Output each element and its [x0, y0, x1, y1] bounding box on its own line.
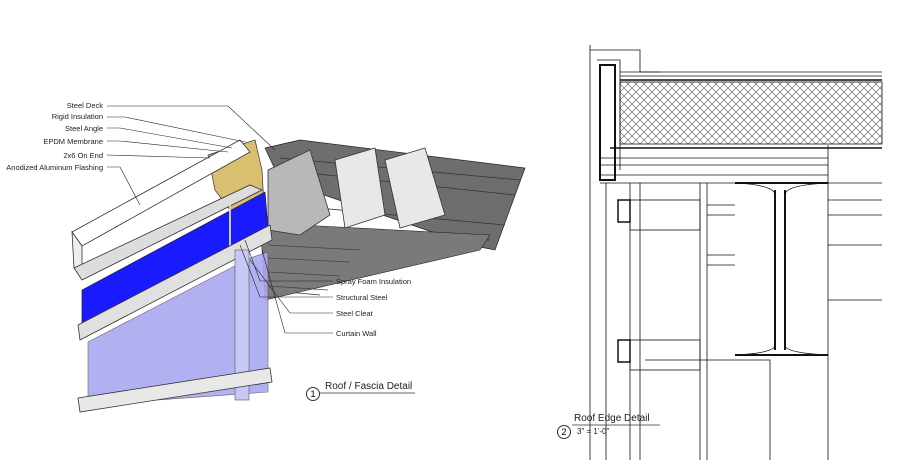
label-2x6-on-end: 2x6 On End — [63, 151, 103, 160]
label-structural-steel: Structural Steel — [336, 293, 388, 302]
curtain-wall — [87, 251, 269, 406]
label-steel-deck: Steel Deck — [66, 101, 103, 110]
label-curtain-wall: Curtain Wall — [336, 329, 377, 338]
label-epdm-membrane: EPDM Membrane — [43, 137, 103, 146]
label-aluminum-flashing: Anodized Aluminum Flashing — [6, 163, 103, 172]
label-spray-foam: Spray Foam Insulation — [336, 277, 412, 286]
detail-2-number: 2 — [557, 425, 571, 439]
roof-fascia-isometric — [71, 105, 526, 413]
detail-2-title: Roof Edge Detail — [574, 413, 650, 424]
detail-1-title: Roof / Fascia Detail — [325, 381, 413, 392]
detail-2-scale: 3" = 1'-0" — [577, 427, 610, 436]
steel-beam — [334, 147, 386, 229]
label-rigid-insulation: Rigid Insulation — [51, 112, 103, 121]
roof-edge-section — [589, 45, 883, 460]
label-steel-angle: Steel Angle — [65, 124, 103, 133]
label-steel-cleat: Steel Cleat — [336, 309, 373, 318]
detail-1-number: 1 — [306, 387, 320, 401]
